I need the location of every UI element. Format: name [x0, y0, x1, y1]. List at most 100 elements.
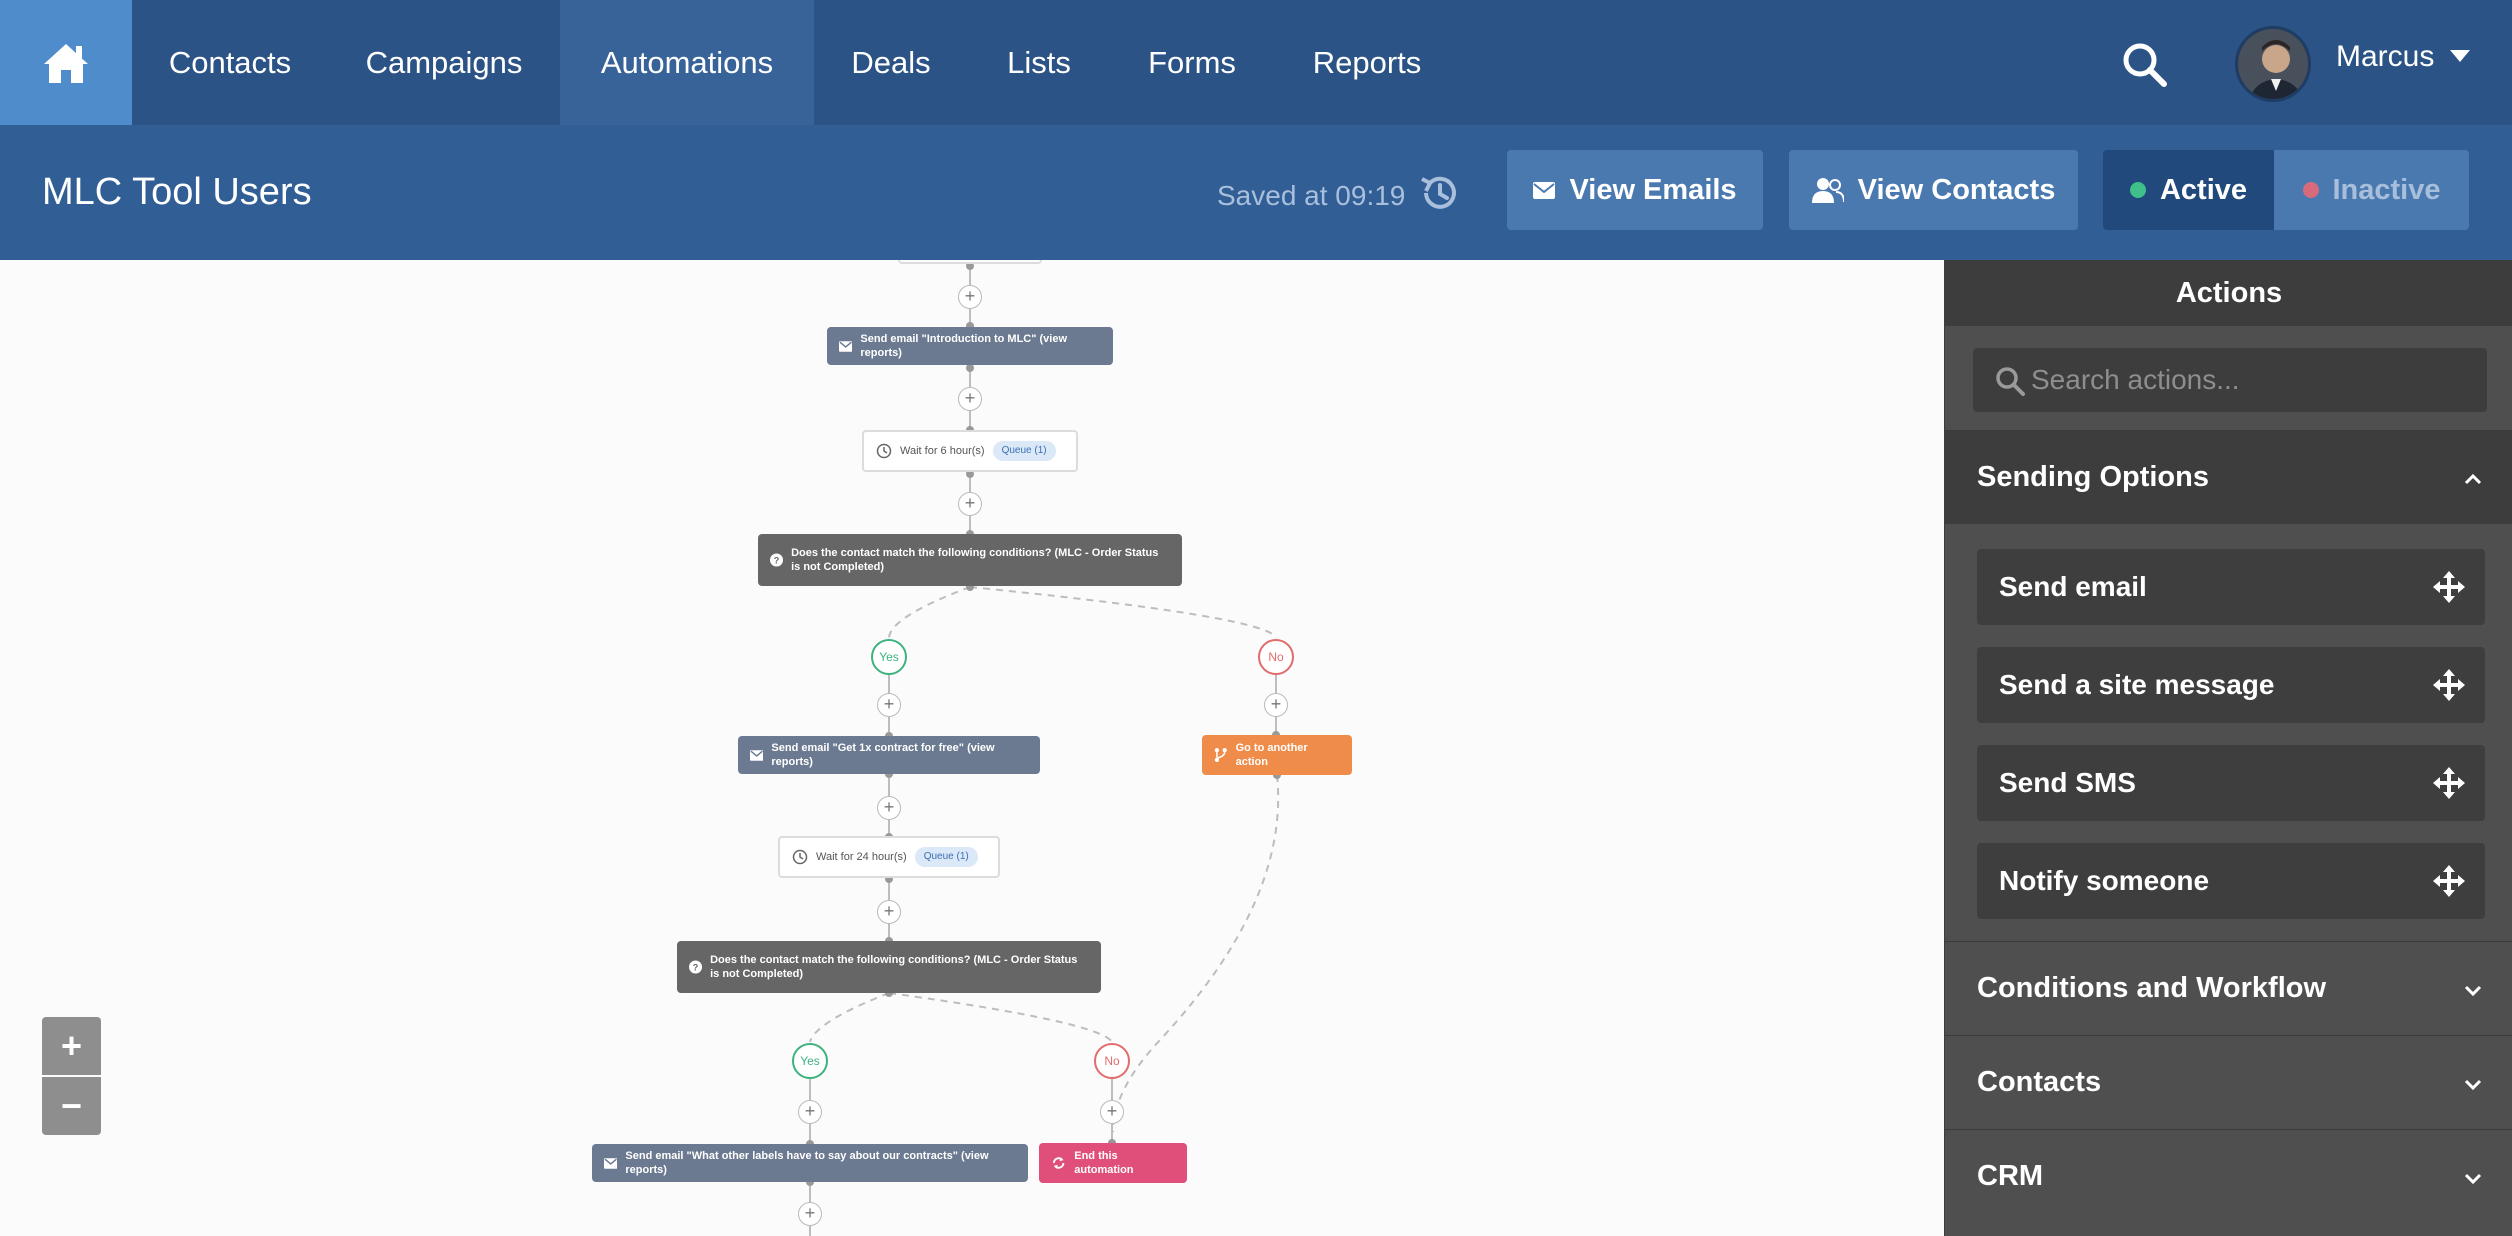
branch-icon	[1214, 748, 1227, 762]
clock-icon	[876, 443, 892, 459]
zoom-out-button[interactable]: −	[42, 1077, 101, 1135]
section-contacts[interactable]: Contacts	[1945, 1035, 2512, 1129]
section-label: CRM	[1977, 1160, 2044, 1192]
section-label: Conditions and Workflow	[1977, 972, 2327, 1004]
clock-icon	[792, 849, 808, 865]
search-actions-input[interactable]	[2031, 364, 2471, 396]
action-label: Notify someone	[1999, 865, 2210, 896]
add-step-button[interactable]: +	[877, 693, 901, 717]
end-automation-label: End this automation	[1074, 1150, 1134, 1176]
go-to-action-node[interactable]: Go to another action	[1202, 735, 1352, 775]
nav-reports[interactable]: Reports	[1312, 44, 1422, 80]
action-label: Send a site message	[1999, 669, 2275, 700]
section-conditions-workflow[interactable]: Conditions and Workflow	[1945, 941, 2512, 1035]
chevron-up-icon	[2464, 473, 2482, 485]
home-button[interactable]	[0, 0, 132, 125]
envelope-icon	[604, 1157, 618, 1169]
send-email-node[interactable]: Send email "What other labels have to sa…	[592, 1144, 1028, 1182]
nav-contacts[interactable]: Contacts	[168, 44, 292, 80]
previous-node[interactable]	[898, 260, 1042, 264]
avatar[interactable]	[2235, 26, 2311, 102]
refresh-icon	[1052, 1157, 1065, 1169]
send-email-label: Send email "Introduction to MLC" (view r…	[860, 333, 1068, 359]
section-sending-options[interactable]: Sending Options	[1945, 430, 2512, 524]
condition-label: Does the contact match the following con…	[791, 547, 1159, 573]
add-step-button[interactable]: +	[1264, 693, 1288, 717]
end-automation-node[interactable]: End this automation	[1039, 1143, 1187, 1183]
add-step-button[interactable]: +	[958, 285, 982, 309]
queue-badge[interactable]: Queue (1)	[914, 847, 978, 867]
active-label: Active	[2159, 173, 2248, 206]
inactive-dot-icon	[2302, 182, 2319, 198]
branch-no[interactable]: No	[1258, 639, 1294, 675]
add-step-button[interactable]: +	[958, 387, 982, 411]
page-title: MLC Tool Users	[42, 171, 312, 213]
search-actions-field[interactable]	[1973, 348, 2487, 412]
actions-sidebar: Actions Sending Options Send email Send …	[1944, 260, 2512, 1236]
send-email-label: Send email "Get 1x contract for free" (v…	[771, 742, 995, 768]
inactive-label: Inactive	[2332, 173, 2441, 206]
section-label: Contacts	[1977, 1066, 2102, 1098]
status-toggle: Active Inactive	[2103, 150, 2469, 230]
action-send-site-message[interactable]: Send a site message	[1977, 647, 2485, 723]
condition-node[interactable]: ? Does the contact match the following c…	[758, 534, 1182, 586]
move-icon[interactable]	[2431, 667, 2467, 703]
branch-yes[interactable]: Yes	[792, 1043, 828, 1079]
condition-node[interactable]: ? Does the contact match the following c…	[677, 941, 1101, 993]
action-notify-someone[interactable]: Notify someone	[1977, 843, 2485, 919]
branch-no[interactable]: No	[1094, 1043, 1130, 1079]
chevron-down-icon	[2464, 1173, 2482, 1185]
branch-yes[interactable]: Yes	[871, 639, 907, 675]
action-label: Send email	[1999, 571, 2147, 602]
automation-canvas[interactable]: + Send email "Introduction to MLC" (view…	[0, 260, 1944, 1236]
add-step-button[interactable]: +	[877, 900, 901, 924]
section-crm[interactable]: CRM	[1945, 1129, 2512, 1223]
add-step-button[interactable]: +	[1100, 1100, 1124, 1124]
move-icon[interactable]	[2431, 765, 2467, 801]
automation-header: MLC Tool Users Saved at 09:19 View Email…	[0, 125, 2512, 260]
send-email-node[interactable]: Send email "Introduction to MLC" (view r…	[827, 327, 1113, 365]
add-step-button[interactable]: +	[798, 1202, 822, 1226]
add-step-button[interactable]: +	[958, 492, 982, 516]
move-icon[interactable]	[2431, 569, 2467, 605]
active-toggle[interactable]: Active	[2103, 150, 2274, 230]
sidebar-title: Actions	[1945, 260, 2512, 326]
move-icon[interactable]	[2431, 863, 2467, 899]
nav-campaigns[interactable]: Campaigns	[365, 44, 523, 80]
nav-forms[interactable]: Forms	[1148, 44, 1236, 80]
view-contacts-button[interactable]: View Contacts	[1789, 150, 2078, 230]
top-navigation: Contacts Campaigns Automations Deals Lis…	[0, 0, 2512, 125]
send-email-node[interactable]: Send email "Get 1x contract for free" (v…	[738, 736, 1040, 774]
queue-badge[interactable]: Queue (1)	[992, 441, 1056, 461]
nav-automations[interactable]: Automations	[560, 0, 814, 125]
zoom-in-button[interactable]: +	[42, 1017, 101, 1075]
add-step-button[interactable]: +	[877, 796, 901, 820]
user-menu[interactable]: Marcus	[2336, 40, 2435, 73]
add-step-button[interactable]: +	[798, 1100, 822, 1124]
inactive-toggle[interactable]: Inactive	[2274, 150, 2469, 230]
search-icon	[2123, 43, 2167, 87]
wait-node[interactable]: Wait for 24 hour(s) Queue (1)	[778, 836, 1000, 878]
nav-lists[interactable]: Lists	[1007, 44, 1071, 80]
action-send-sms[interactable]: Send SMS	[1977, 745, 2485, 821]
chevron-down-icon	[2464, 985, 2482, 997]
envelope-icon	[839, 340, 853, 352]
svg-text:?: ?	[774, 555, 780, 565]
view-contacts-label: View Contacts	[1857, 173, 2056, 206]
action-send-email[interactable]: Send email	[1977, 549, 2485, 625]
wait-label: Wait for 6 hour(s)	[900, 445, 985, 457]
section-label: Sending Options	[1977, 461, 2209, 493]
condition-label: Does the contact match the following con…	[710, 954, 1078, 980]
wait-label: Wait for 24 hour(s)	[816, 851, 907, 863]
search-icon	[1996, 367, 2025, 396]
view-emails-button[interactable]: View Emails	[1507, 150, 1763, 230]
history-icon[interactable]	[1418, 171, 1462, 215]
wait-node[interactable]: Wait for 6 hour(s) Queue (1)	[862, 430, 1078, 472]
active-dot-icon	[2129, 182, 2146, 198]
envelope-icon	[750, 749, 764, 761]
view-emails-label: View Emails	[1569, 173, 1737, 206]
chevron-down-icon[interactable]	[2450, 50, 2470, 62]
question-icon: ?	[770, 553, 784, 567]
search-button[interactable]	[2120, 40, 2172, 88]
nav-deals[interactable]: Deals	[851, 44, 931, 80]
